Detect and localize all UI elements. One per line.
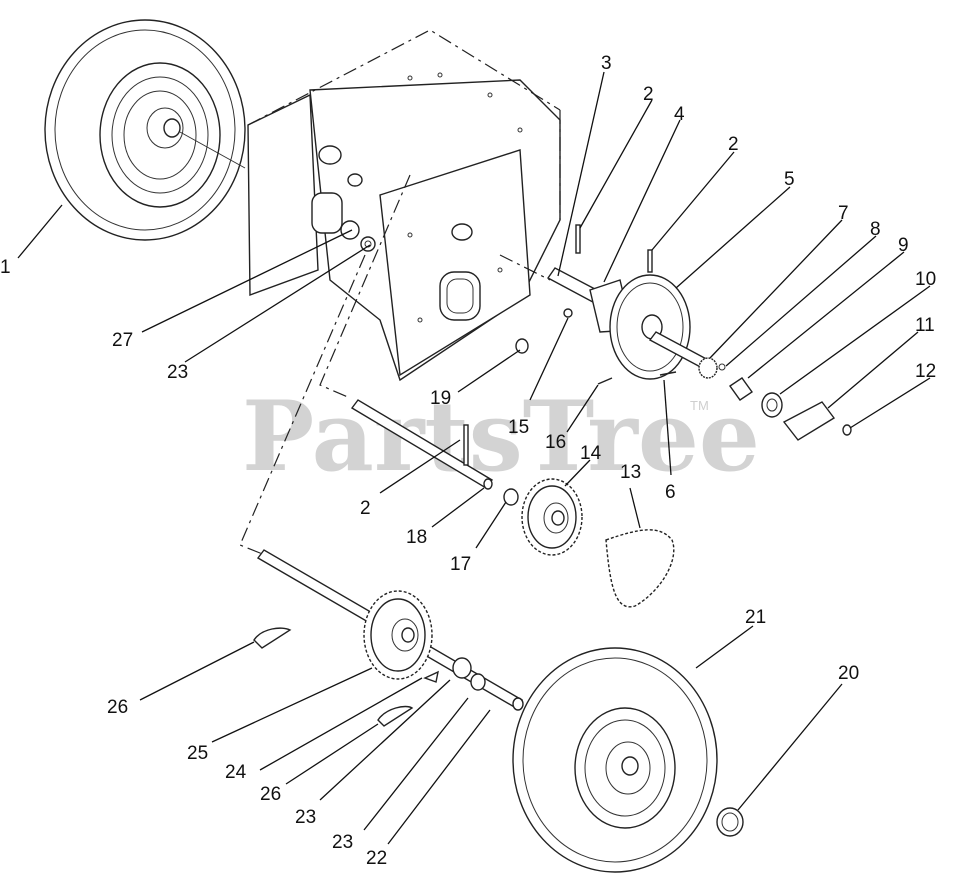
callout-5: 5 [784, 169, 795, 190]
callout-15: 15 [508, 417, 529, 438]
callout-10: 10 [915, 269, 936, 290]
callout-2: 2 [728, 134, 739, 155]
callout-11: 11 [915, 315, 935, 336]
washer [503, 488, 519, 506]
callout-16: 16 [545, 432, 566, 453]
callout-6: 6 [665, 482, 676, 503]
hairpin-clip [377, 705, 414, 727]
callout-3: 3 [601, 53, 612, 74]
callout-12: 12 [915, 361, 936, 382]
callout-26: 26 [107, 697, 128, 718]
callout-25: 25 [187, 743, 208, 764]
callout-20: 20 [838, 663, 859, 684]
right-wheel [512, 647, 718, 873]
small-gear-spacer [698, 357, 726, 379]
callout-17: 17 [450, 554, 471, 575]
leader-lines [17, 71, 931, 845]
upper-shaft [350, 399, 494, 490]
reference-line-shaft [499, 254, 551, 281]
callout-27: 27 [112, 330, 133, 351]
reference-line-upper [319, 174, 411, 399]
callout-13: 13 [620, 462, 641, 483]
callout-23: 23 [295, 807, 316, 828]
callout-19: 19 [430, 388, 451, 409]
callout-23: 23 [332, 832, 353, 853]
large-gear [363, 590, 433, 680]
pin [423, 670, 439, 683]
callout-1: 1 [0, 257, 11, 278]
small-sprocket [521, 478, 583, 556]
callout-labels: 1 2 2 2 3 4 5 6 7 8 9 10 11 12 13 14 15 … [0, 53, 936, 869]
callout-21: 21 [745, 607, 766, 628]
callout-14: 14 [580, 443, 602, 464]
callout-24: 24 [225, 762, 247, 783]
callout-8: 8 [870, 219, 881, 240]
hairpin-clip [253, 627, 292, 649]
frame-housing [247, 29, 561, 382]
watermark-tm: TM [690, 398, 709, 413]
callout-26: 26 [260, 784, 281, 805]
callout-23: 23 [167, 362, 188, 383]
left-wheel [44, 19, 246, 241]
callout-4: 4 [674, 104, 685, 125]
chain [605, 529, 675, 608]
bearing-cover-assembly [729, 377, 852, 441]
callout-2: 2 [643, 84, 654, 105]
callout-18: 18 [406, 527, 427, 548]
linch-pin [716, 807, 744, 837]
reference-line-lower [239, 254, 366, 556]
callout-9: 9 [898, 235, 909, 256]
drive-pulley-assembly [546, 224, 714, 385]
watermark: PartsTree [242, 380, 760, 493]
callout-7: 7 [838, 203, 849, 224]
callout-2: 2 [360, 498, 371, 519]
bolt [515, 338, 529, 354]
callout-22: 22 [366, 848, 387, 869]
